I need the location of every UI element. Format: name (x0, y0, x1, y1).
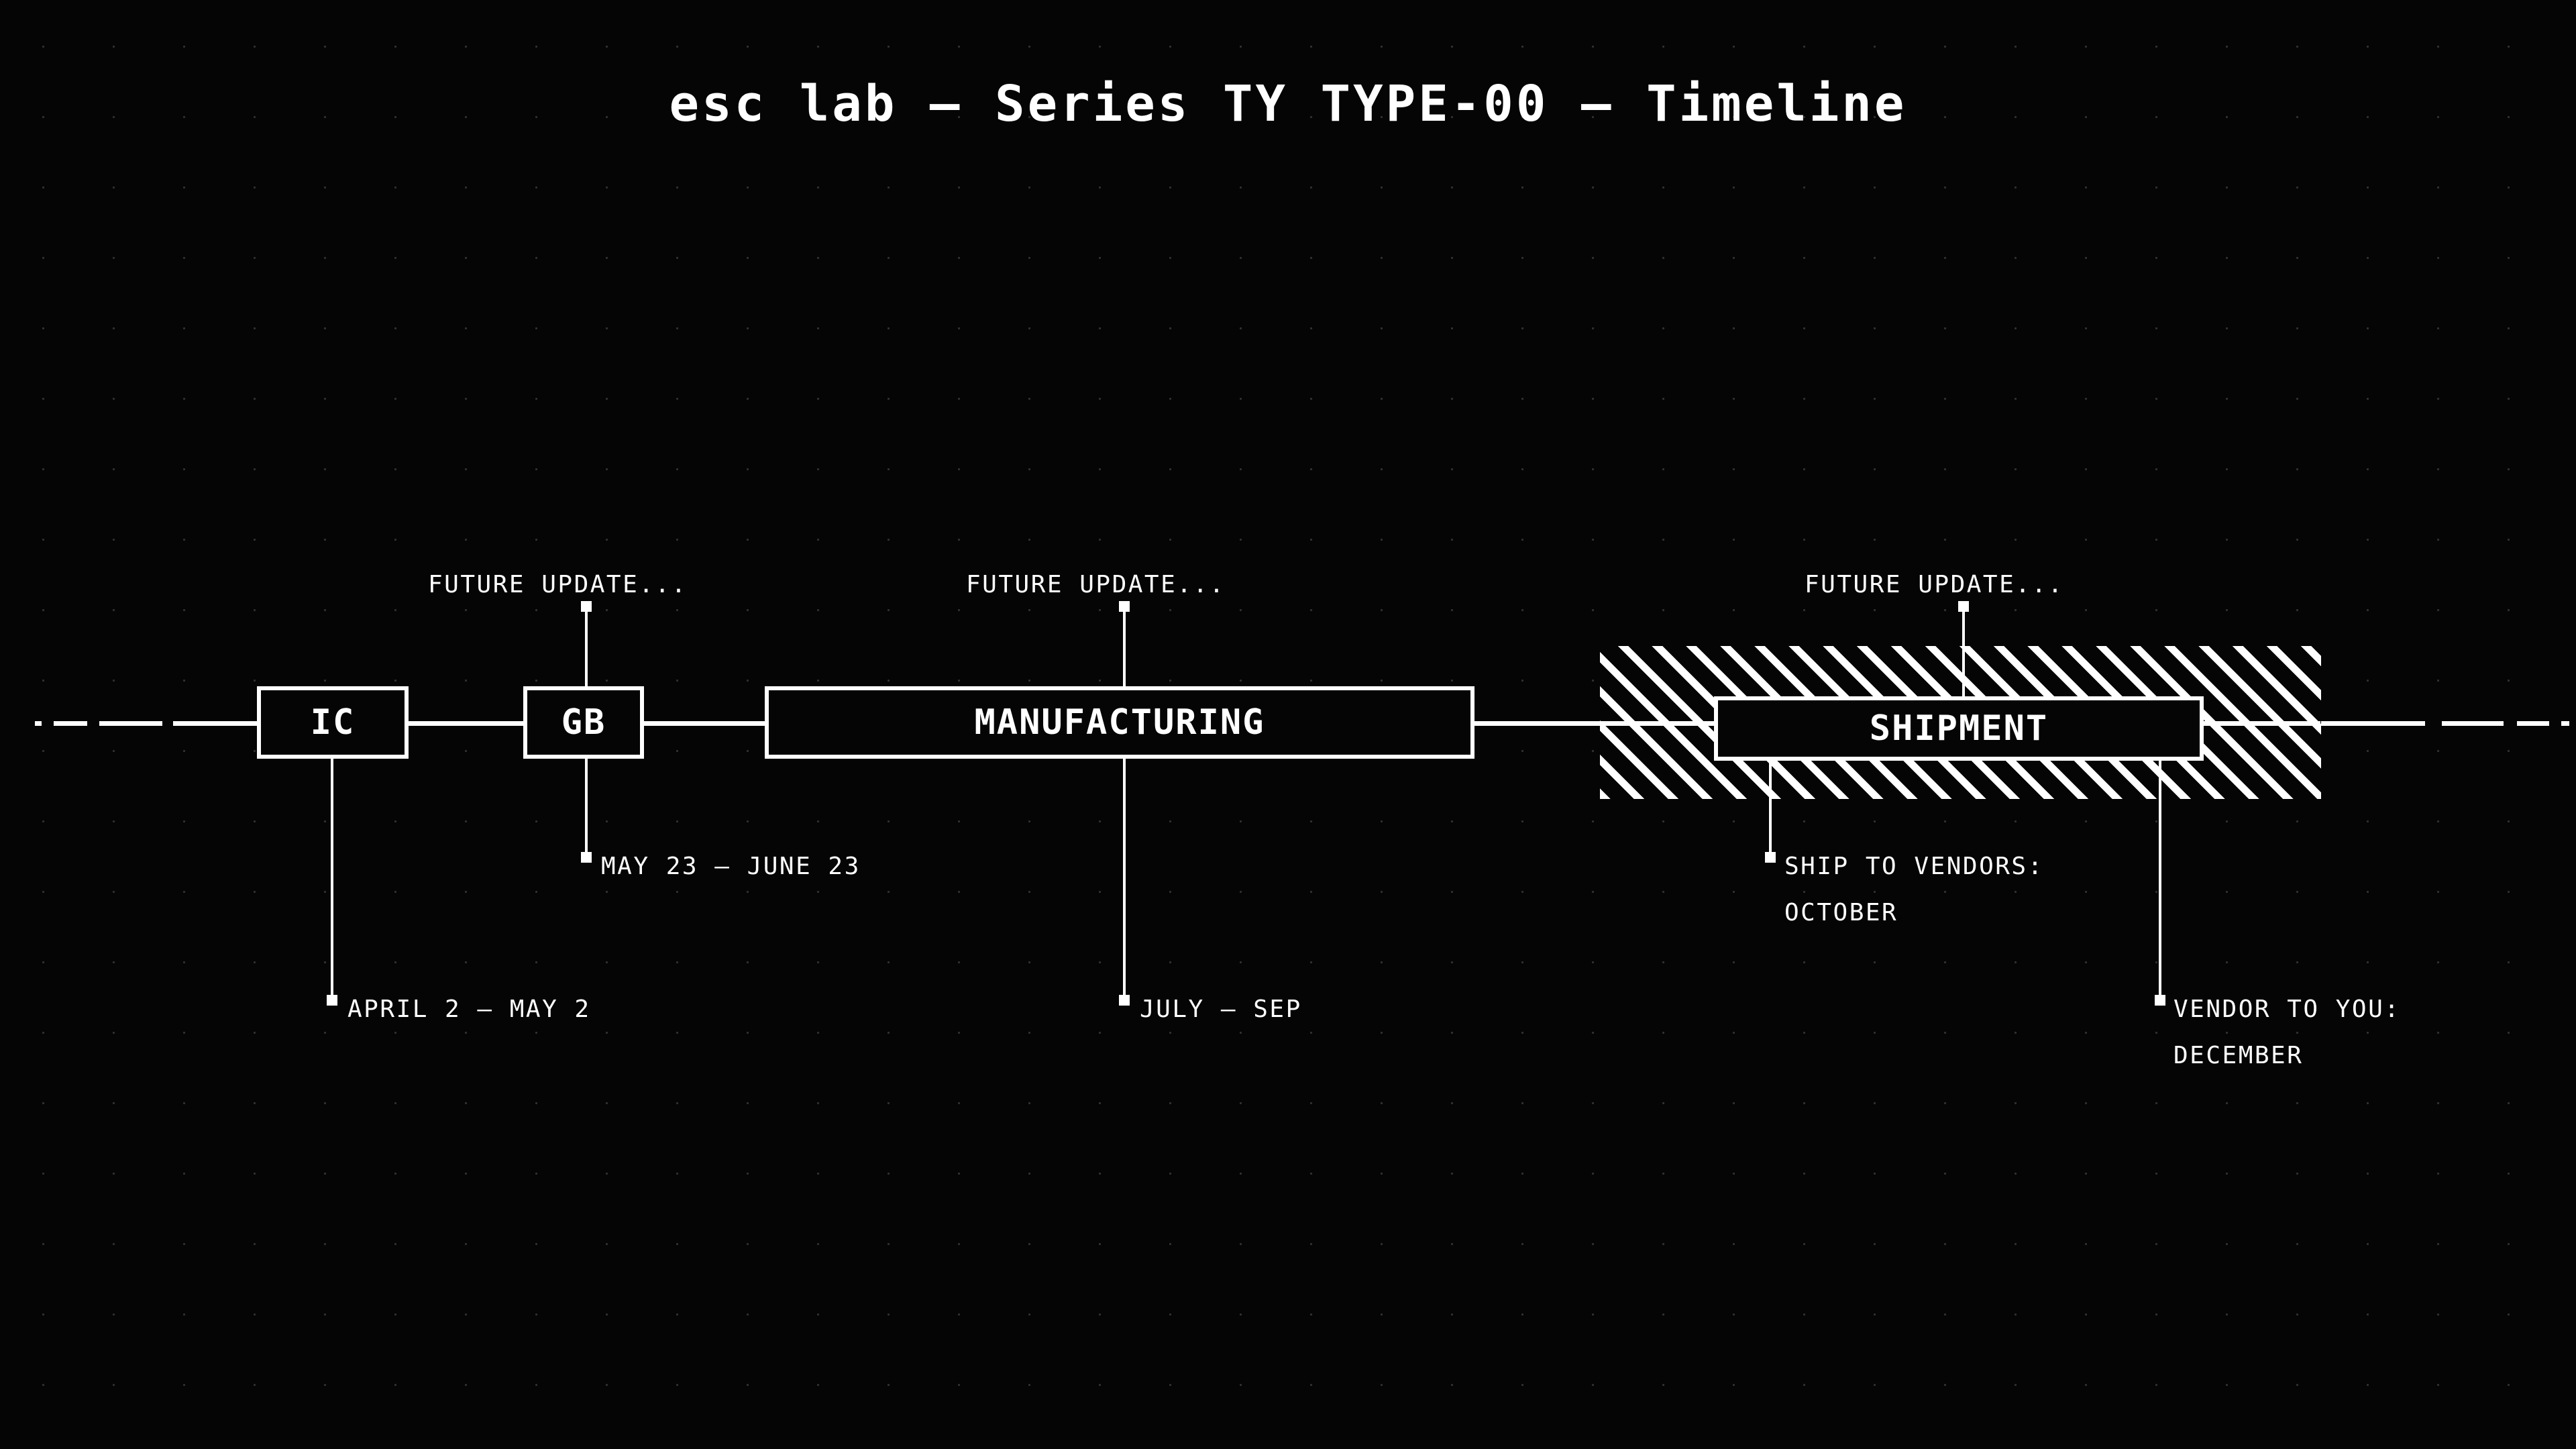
rail-segment-right (2318, 721, 2425, 726)
rail-segment-left (173, 721, 259, 726)
annotation-ic-dates: APRIL 2 — MAY 2 (347, 996, 591, 1023)
rail-segment-mfg-shipment (1472, 721, 1604, 726)
leader-line-mfg-future (1123, 609, 1126, 758)
stage-label-manufacturing: MANUFACTURING (974, 702, 1265, 743)
leader-marker-vendor-to-you (2155, 995, 2165, 1006)
stage-box-ic[interactable]: IC (257, 686, 409, 759)
leader-marker-mfg-dates (1119, 995, 1130, 1006)
leader-line-ship-to-vendors (1769, 758, 1772, 859)
leader-line-gb-future (585, 609, 588, 758)
rail-dot-right-1 (2561, 721, 2569, 726)
rail-dash-right-2 (2442, 721, 2504, 726)
stage-label-shipment: SHIPMENT (1869, 708, 2049, 749)
annotation-manufacturing-dates: JULY — SEP (1140, 996, 1302, 1023)
leader-line-shipment-future (1962, 609, 1965, 758)
rail-dash-right-3 (2517, 721, 2549, 726)
leader-line-mfg-dates (1123, 711, 1126, 1000)
annotation-gb-dates: MAY 23 — JUNE 23 (601, 853, 861, 880)
stage-box-gb[interactable]: GB (523, 686, 644, 759)
rail-dot-left-1 (35, 721, 42, 726)
leader-marker-shipment-future (1958, 601, 1969, 612)
annotation-ship-to-vendors-line2: OCTOBER (1784, 899, 1898, 926)
stage-box-manufacturing[interactable]: MANUFACTURING (765, 686, 1474, 759)
leader-marker-gb-future (581, 601, 592, 612)
annotation-gb-future: FUTURE UPDATE... (428, 571, 688, 598)
leader-line-vendor-to-you (2159, 758, 2161, 1000)
annotation-manufacturing-future: FUTURE UPDATE... (966, 571, 1226, 598)
page-title: esc lab — Series TY TYPE-00 — Timeline (669, 75, 1907, 133)
leader-marker-mfg-future (1119, 601, 1130, 612)
rail-segment-ic-gb (405, 721, 525, 726)
rail-segment-hatch-left (1600, 721, 1715, 726)
rail-segment-gb-mfg (643, 721, 767, 726)
stage-label-ic: IC (310, 702, 356, 743)
rail-dash-left-3 (99, 721, 162, 726)
annotation-ship-to-vendors-line1: SHIP TO VENDORS: (1784, 853, 2044, 880)
leader-marker-ic-dates (327, 995, 337, 1006)
annotation-vendor-to-you-line2: DECEMBER (2174, 1042, 2304, 1069)
leader-marker-gb-dates (581, 852, 592, 863)
leader-line-ic-dates (331, 753, 333, 1000)
leader-line-gb-dates (585, 711, 588, 857)
stage-box-shipment[interactable]: SHIPMENT (1714, 696, 2204, 761)
annotation-shipment-future: FUTURE UPDATE... (1805, 571, 2064, 598)
annotation-vendor-to-you-line1: VENDOR TO YOU: (2174, 996, 2401, 1023)
rail-segment-hatch-right (2202, 721, 2320, 726)
rail-dash-left-2 (54, 721, 87, 726)
stage-label-gb: GB (561, 702, 606, 743)
leader-marker-ship-to-vendors (1765, 852, 1776, 863)
